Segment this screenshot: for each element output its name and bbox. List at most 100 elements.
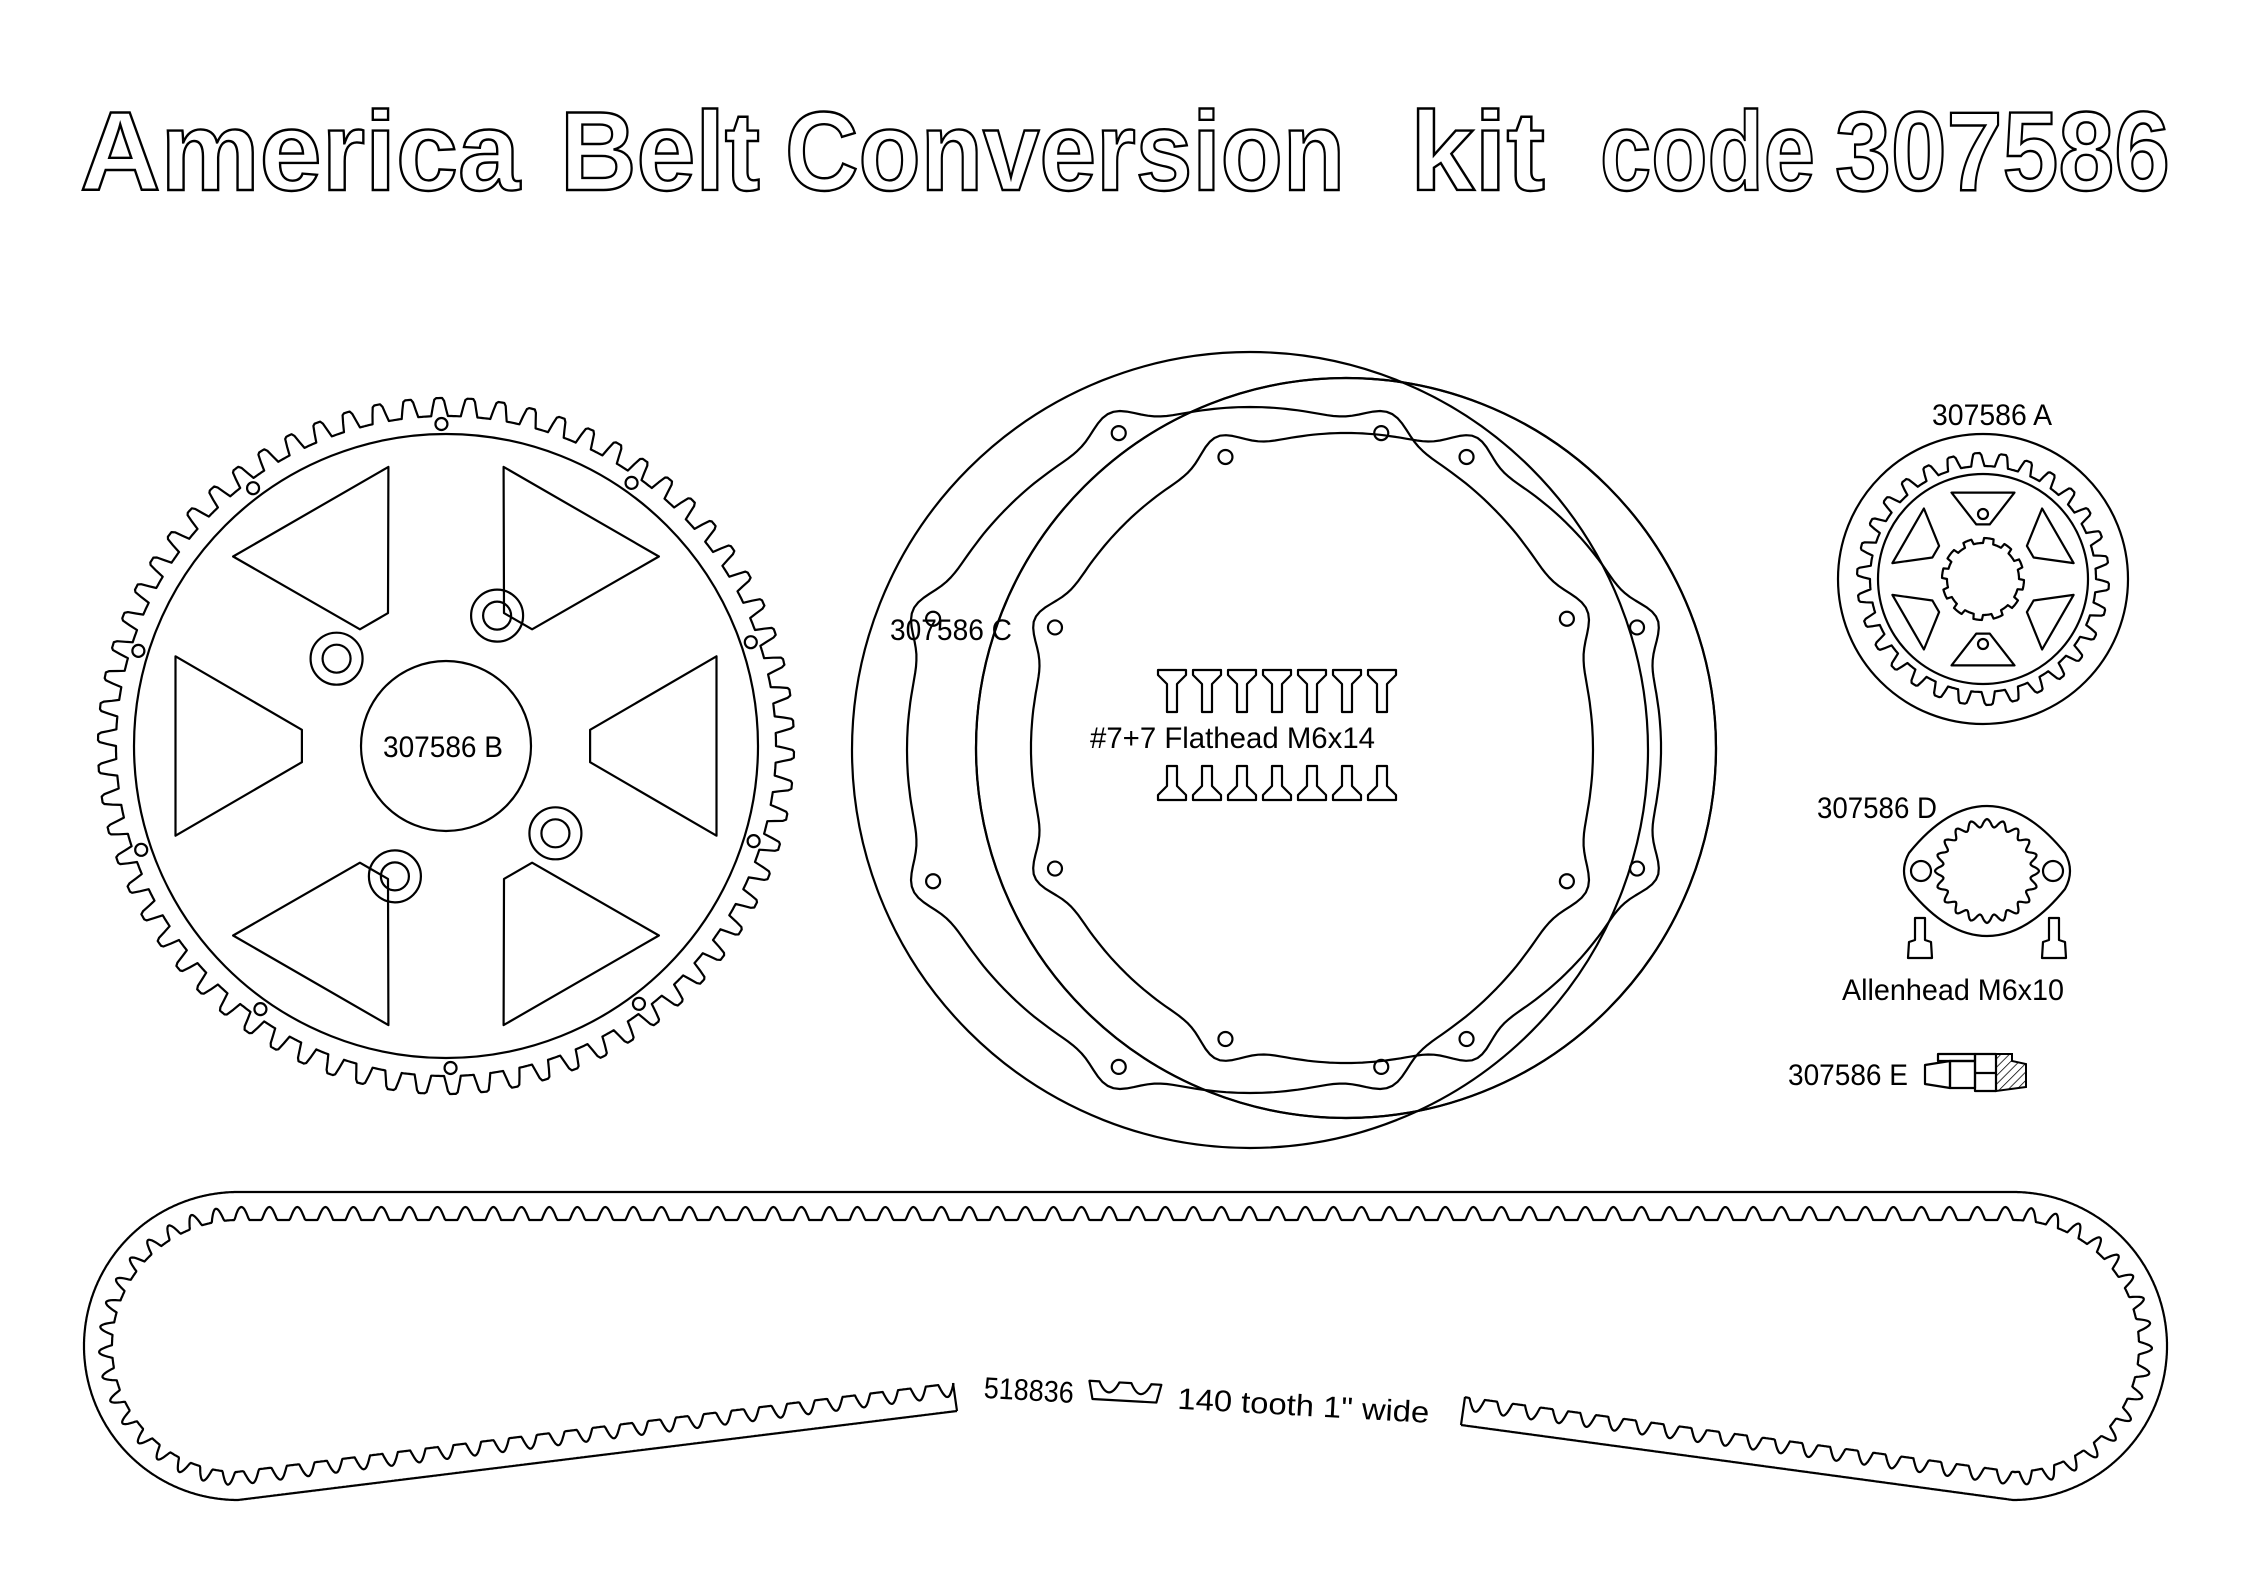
sprocket-teeth [96, 396, 796, 1096]
pulley-ring-front-hole [1628, 860, 1646, 877]
flathead-screw [1191, 764, 1223, 802]
pulley-ring-back-hole [1373, 1058, 1390, 1075]
sprocket-small-hole [743, 635, 758, 650]
flathead-screw [1366, 668, 1398, 714]
flathead-screw [1191, 668, 1223, 714]
sprocket-bolt-boss [309, 631, 364, 686]
plate-outline [1902, 804, 2072, 938]
pulley-ring-back-hole [1110, 1058, 1127, 1075]
belt-tooth-profile-icon [1088, 1379, 1163, 1404]
pulley-ring-front-hole [1217, 1030, 1234, 1048]
title-america: America [80, 89, 521, 214]
flathead-screws [1156, 668, 1398, 802]
sprocket-a-window [1891, 593, 1941, 651]
sprocket-a-teeth [1856, 451, 2110, 707]
pulley-ring-front-hole [1628, 619, 1646, 636]
title-code: code [1600, 89, 1815, 214]
flathead-screw [1156, 764, 1188, 802]
sprocket-bolt-boss [469, 588, 525, 643]
pulley-ring-back-inner [905, 405, 1595, 1095]
flathead-screw [1331, 764, 1363, 802]
pulley-ring-front-hole [1458, 448, 1475, 466]
sprocket-small-hole [131, 643, 146, 658]
sprocket-inner-ring [132, 432, 760, 1060]
sprocket-window [232, 861, 390, 1027]
pulley-ring-back-hole [925, 610, 942, 627]
pulley-ring-front-hole [1458, 1030, 1475, 1048]
belt-toothed-inner-edge [98, 1205, 2153, 1486]
pulley-ring-back-outer [850, 350, 1650, 1150]
sprocket-window [502, 465, 660, 631]
sprocket-hub [359, 659, 533, 833]
label-allenhead-screws: Allenhead M6x10 [1842, 974, 2064, 1007]
belt-outer-edge [82, 1190, 2169, 1502]
label-part-c: 307586 C [890, 614, 1012, 647]
belt-break-end [1459, 1396, 1467, 1426]
pulley-ring-front-hole [1046, 860, 1064, 877]
pulley-ring-back-hole [1373, 425, 1390, 442]
sprocket-small-hole [443, 1060, 458, 1076]
label-part-a: 307586 A [1932, 399, 2052, 432]
sprocket-a-hole [1976, 507, 1990, 521]
front-sprocket-a [1836, 432, 2130, 726]
label-part-b: 307586 B [383, 731, 503, 764]
sprocket-a-window [2025, 507, 2075, 565]
sprocket-window [502, 861, 660, 1027]
allenhead-screw [2040, 916, 2068, 960]
sprocket-a-spline [1940, 536, 2026, 622]
belt-break-end [951, 1382, 959, 1412]
title-conversion: Conversion [785, 89, 1345, 214]
pulley-rings-c [850, 350, 1718, 1150]
label-part-e: 307586 E [1788, 1059, 1908, 1092]
sprocket-small-hole [624, 475, 639, 490]
retainer-plate-d [1902, 804, 2072, 960]
belt-part-number: 518836 [983, 1372, 1075, 1410]
pulley-ring-front-inner [1029, 431, 1663, 1065]
pulley-ring-back-hole [1110, 425, 1127, 442]
plate-spline [1933, 817, 2041, 925]
sprocket-small-hole [253, 1002, 268, 1017]
plate-hole [1909, 859, 1933, 883]
sprocket-a-inner [1876, 472, 2090, 686]
sprocket-a-window [1950, 491, 2016, 526]
drive-belt [82, 1190, 2169, 1502]
sprocket-a-window [1891, 507, 1941, 565]
sprocket-small-hole [434, 416, 449, 432]
label-part-d: 307586 D [1817, 792, 1937, 825]
allenhead-screw [1906, 916, 1934, 960]
title-belt: Belt [560, 89, 760, 214]
sprocket-a-hole [1976, 637, 1990, 651]
flathead-screw [1261, 668, 1293, 714]
pulley-ring-back-hole [1558, 610, 1575, 627]
pulley-ring-back-hole [925, 873, 942, 890]
sprocket-bolt-hole [540, 818, 571, 849]
sprocket-a-window [2025, 593, 2075, 651]
sprocket-window [174, 655, 303, 837]
sprocket-a-window [1950, 632, 2016, 667]
sprocket-small-hole [631, 996, 647, 1011]
flathead-screw [1261, 764, 1293, 802]
flathead-screw [1296, 764, 1328, 802]
pulley-ring-front-outer [974, 376, 1718, 1120]
sprocket-small-hole [134, 842, 149, 857]
pulley-ring-back-hole [1558, 873, 1575, 890]
title-kit: kit [1410, 89, 1545, 214]
pulley-ring-front-hole [1046, 619, 1064, 636]
flathead-screw [1156, 668, 1188, 714]
belt-caption: 518836 140 tooth 1" wide [983, 1372, 1430, 1430]
flathead-screw [1331, 668, 1363, 714]
sprocket-small-hole [245, 481, 261, 496]
title-code-number: 307586 [1835, 89, 2170, 214]
sprocket-bolt-boss [528, 806, 583, 861]
sprocket-bolt-hole [481, 600, 513, 631]
sprocket-a-outer [1836, 432, 2130, 726]
flathead-screw [1226, 668, 1258, 714]
plate-hole [2041, 859, 2065, 883]
sprocket-window [589, 655, 718, 837]
sprocket-window [232, 465, 390, 631]
rear-sprocket-b [96, 396, 796, 1096]
sprocket-bolt-boss [367, 849, 423, 904]
sprocket-bolt-hole [321, 643, 352, 674]
sprocket-small-hole [746, 834, 761, 849]
